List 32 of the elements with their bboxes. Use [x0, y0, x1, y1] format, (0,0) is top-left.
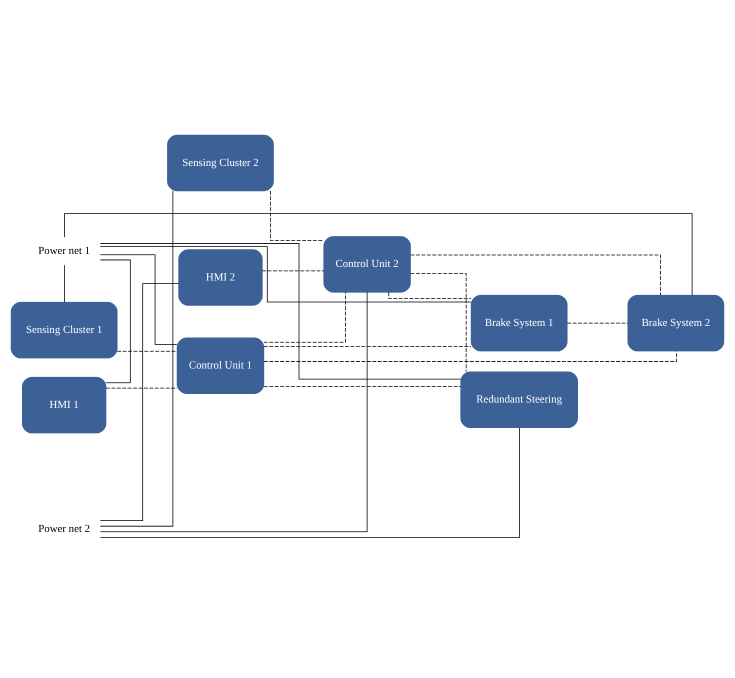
- connector: [410, 273, 467, 372]
- connector: [116, 350, 178, 352]
- connector: [410, 254, 661, 296]
- connector: [64, 264, 65, 302]
- connector: [100, 428, 520, 538]
- node-box: HMI 1: [22, 376, 106, 434]
- connector: [64, 213, 692, 296]
- node-box: HMI 2: [178, 249, 263, 306]
- connector: [264, 386, 461, 387]
- connector: [566, 322, 628, 324]
- connector: [264, 346, 472, 347]
- connector: [100, 283, 180, 521]
- connector: [100, 243, 461, 380]
- node-box: Control Unit 1: [176, 337, 264, 394]
- connector: [388, 292, 472, 300]
- connector: [100, 260, 131, 384]
- connector: [100, 246, 472, 302]
- node-box: Sensing Cluster 2: [167, 134, 274, 192]
- connector: [262, 270, 324, 272]
- node-box: Brake System 2: [628, 294, 724, 352]
- connector: [270, 190, 324, 241]
- node-box: Brake System 1: [470, 294, 568, 352]
- connector: [100, 190, 174, 527]
- node-box: Control Unit 2: [323, 236, 411, 293]
- node-text: Power net 1: [38, 245, 90, 258]
- connector: [106, 388, 178, 389]
- connector: [263, 292, 346, 343]
- node-box: Sensing Cluster 1: [10, 302, 118, 358]
- connector: [100, 254, 178, 345]
- node-text: Power net 2: [38, 522, 90, 535]
- node-box: Redundant Steering: [460, 372, 578, 428]
- connector: [100, 292, 368, 532]
